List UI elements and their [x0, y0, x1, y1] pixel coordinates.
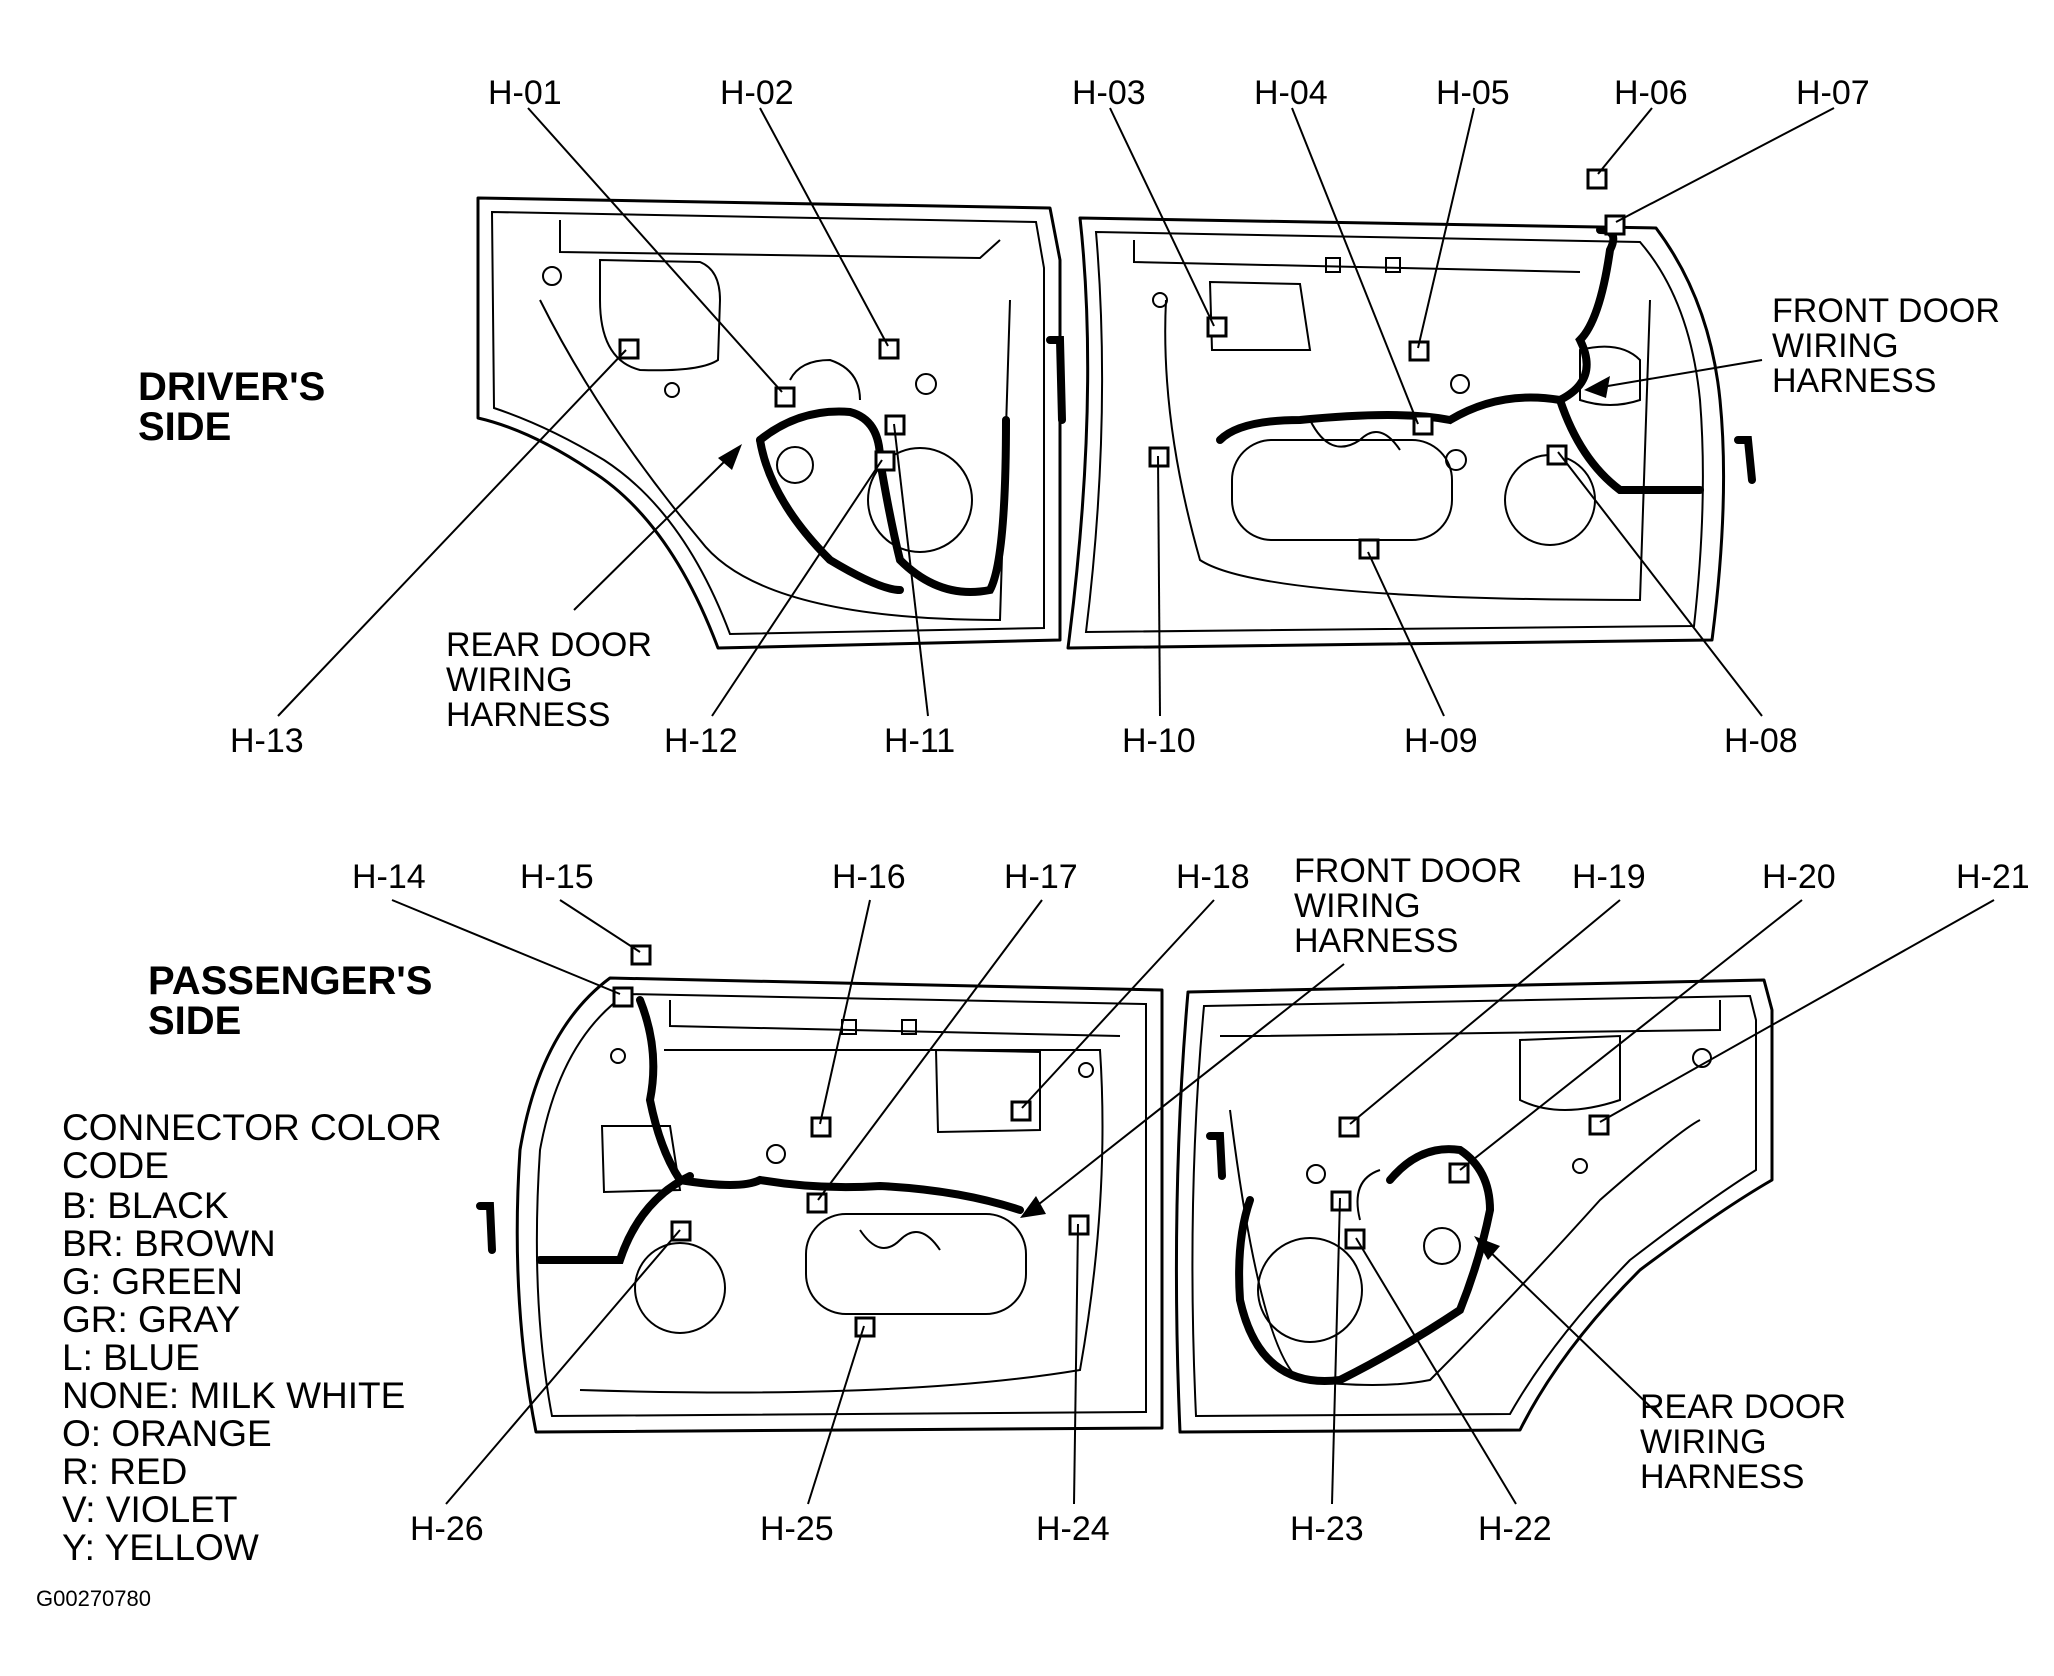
label-line: REAR DOOR	[446, 626, 652, 664]
color-code-entry: R: RED	[62, 1451, 187, 1492]
passenger-connectors	[612, 944, 1610, 1338]
label-h-18: H-18	[1176, 858, 1250, 896]
label-h-03: H-03	[1072, 74, 1146, 112]
label-h-14: H-14	[352, 858, 426, 896]
label-line: WIRING	[446, 661, 573, 699]
label-h-11: H-11	[884, 722, 955, 760]
connector-h-14	[612, 986, 634, 1008]
label-h-24: H-24	[1036, 1510, 1110, 1548]
label-h-16: H-16	[832, 858, 906, 896]
label-line: HARNESS	[1772, 362, 1936, 400]
figure-id: G00270780	[36, 1586, 151, 1611]
connector-h-02	[878, 338, 900, 360]
label-line: WIRING	[1772, 327, 1899, 365]
label-h-12: H-12	[664, 722, 738, 760]
label-h-25: H-25	[760, 1510, 834, 1548]
label-line: HARNESS	[446, 696, 610, 734]
passenger-rear-door	[1174, 978, 1774, 1434]
color-code-entry: NONE: MILK WHITE	[62, 1375, 405, 1416]
label-line: HARNESS	[1294, 922, 1458, 960]
label-h-01: H-01	[488, 74, 562, 112]
color-code-entry: Y: YELLOW	[62, 1527, 259, 1568]
label-h-22: H-22	[1478, 1510, 1552, 1548]
label-line: SIDE	[148, 999, 241, 1043]
driver-rear-door	[476, 196, 1066, 650]
label-h-17: H-17	[1004, 858, 1078, 896]
label-h-06: H-06	[1614, 74, 1688, 112]
label-h-26: H-26	[410, 1510, 484, 1548]
connector-labels: H-01 H-02 H-03 H-04 H-05 H-06 H-07 H-08 …	[230, 74, 2030, 1548]
connector-h-01	[774, 386, 796, 408]
label-h-05: H-05	[1436, 74, 1510, 112]
driver-front-door	[1066, 216, 1756, 650]
label-line: HARNESS	[1640, 1458, 1804, 1496]
label-h-08: H-08	[1724, 722, 1798, 760]
driver-leader-lines	[277, 107, 1835, 717]
label-h-23: H-23	[1290, 1510, 1364, 1548]
label-line: WIRING	[1640, 1423, 1767, 1461]
label-h-07: H-07	[1796, 74, 1870, 112]
connector-h-13	[618, 338, 640, 360]
label-h-19: H-19	[1572, 858, 1646, 896]
label-h-13: H-13	[230, 722, 304, 760]
label-h-21: H-21	[1956, 858, 2030, 896]
color-code-entry: O: ORANGE	[62, 1413, 272, 1454]
label-h-20: H-20	[1762, 858, 1836, 896]
connector-h-06	[1586, 168, 1608, 190]
connector-h-08	[1546, 444, 1568, 466]
connector-h-17	[806, 1192, 828, 1214]
label-line: SIDE	[138, 405, 231, 449]
connector-h-24	[1068, 1214, 1090, 1236]
color-code-entry: G: GREEN	[62, 1261, 243, 1302]
label-h-10: H-10	[1122, 722, 1196, 760]
connector-h-04	[1412, 414, 1434, 436]
label-h-04: H-04	[1254, 74, 1328, 112]
label-line: CONNECTOR COLOR	[62, 1107, 442, 1148]
color-code-entry: V: VIOLET	[62, 1489, 237, 1530]
driver-connectors	[618, 168, 1626, 560]
label-line: CODE	[62, 1145, 169, 1186]
label-line: DRIVER'S	[138, 365, 325, 409]
connector-h-18	[1010, 1100, 1032, 1122]
color-code-entry: L: BLUE	[62, 1337, 200, 1378]
color-code-entry: BR: BROWN	[62, 1223, 276, 1264]
label-h-02: H-02	[720, 74, 794, 112]
color-code-entry: B: BLACK	[62, 1185, 229, 1226]
color-code-entry: GR: GRAY	[62, 1299, 240, 1340]
connector-h-12	[874, 450, 896, 472]
label-h-15: H-15	[520, 858, 594, 896]
connector-h-19	[1338, 1116, 1360, 1138]
label-line: FRONT DOOR	[1772, 292, 2000, 330]
label-line: REAR DOOR	[1640, 1388, 1846, 1426]
label-line: PASSENGER'S	[148, 959, 432, 1003]
connector-h-09	[1358, 538, 1380, 560]
passenger-leader-lines	[391, 899, 1995, 1505]
connector-h-25	[854, 1316, 876, 1338]
label-line: WIRING	[1294, 887, 1421, 925]
connector-h-23	[1330, 1190, 1352, 1212]
label-h-09: H-09	[1404, 722, 1478, 760]
label-line: FRONT DOOR	[1294, 852, 1522, 890]
passenger-front-door	[476, 976, 1164, 1434]
